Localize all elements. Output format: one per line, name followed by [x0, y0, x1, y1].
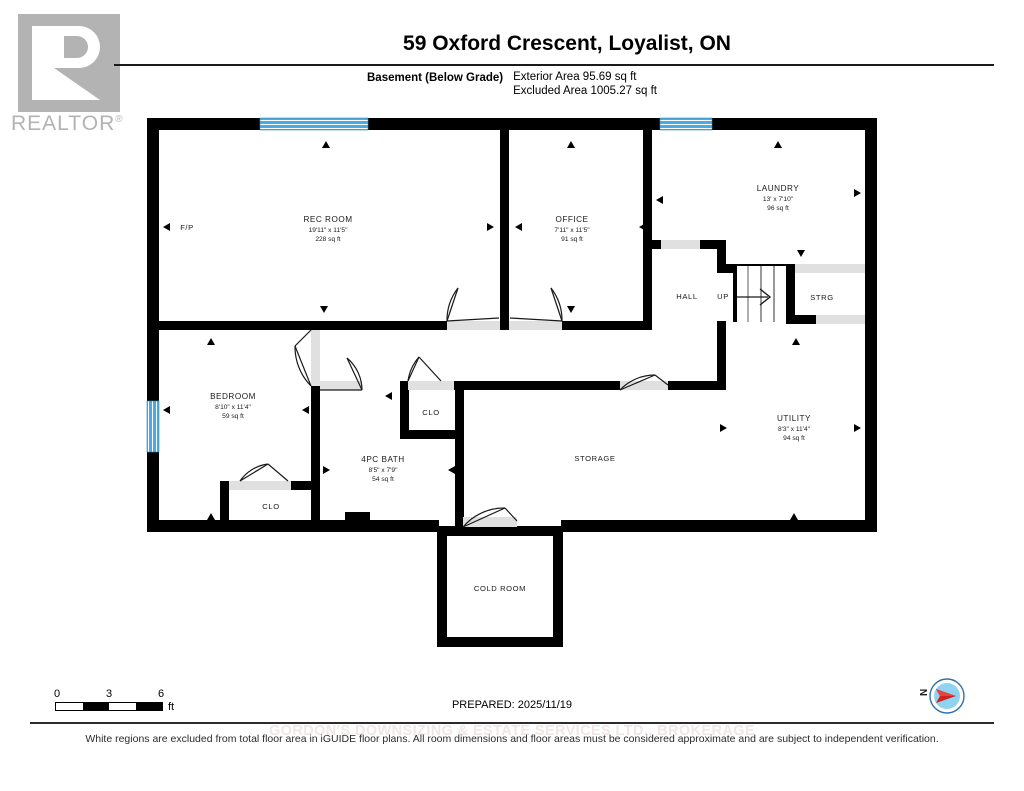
compass-north-letter: N [919, 689, 930, 696]
rec-room-area: 228 sq ft [315, 236, 340, 243]
cold-room-label: COLD ROOM [474, 584, 526, 593]
compass-rose-icon: N [919, 678, 965, 714]
laundry-dim: 13' x 7'10" [763, 196, 794, 203]
door-cold-room [462, 507, 518, 528]
scale-tick-3: 3 [105, 688, 113, 700]
scale-tick-6: 6 [157, 688, 165, 700]
bedroom-dim: 8'10" x 11'4" [215, 404, 251, 411]
exterior-windows [146, 117, 713, 453]
door-closet-center [407, 356, 454, 390]
laundry-area: 96 sq ft [767, 205, 789, 212]
scale-seg-2 [82, 703, 109, 710]
door-closet-bedroom [229, 463, 291, 490]
realtor-wordmark-text: REALTOR [11, 112, 116, 135]
opening-strg-bottom [816, 315, 865, 324]
dimension-arrows [163, 141, 861, 520]
realtor-logo: REALTOR® [8, 14, 128, 136]
door-storage [619, 374, 669, 391]
window-top-left [259, 117, 369, 131]
exterior-area-text: Exterior Area 95.69 sq ft [513, 71, 637, 83]
door-office [509, 287, 563, 330]
cold-room-walls [437, 526, 563, 647]
utility-dim: 8'3" x 11'4" [778, 426, 811, 433]
office-area: 91 sq ft [561, 236, 583, 243]
excluded-area-text: Excluded Area 1005.27 sq ft [513, 85, 657, 97]
scale-ticks: 0 3 6 [53, 688, 175, 701]
room-label-rec-room: REC ROOM 19'11" x 11'5" 228 sq ft [303, 215, 352, 243]
scale-unit-label: ft [168, 701, 175, 713]
fireplace-label: F/P [180, 223, 194, 232]
window-top-right [659, 117, 713, 131]
opening-strg-top [795, 264, 865, 273]
office-name: OFFICE [555, 215, 588, 224]
utility-name: UTILITY [777, 414, 811, 423]
door-laundry [661, 240, 700, 249]
rec-room-name: REC ROOM [303, 215, 352, 224]
door-bedroom [294, 329, 320, 387]
realtor-wordmark: REALTOR® [11, 112, 124, 136]
scale-tick-0: 0 [53, 688, 61, 700]
footer-divider [30, 722, 994, 724]
rec-room-dim: 19'11" x 11'5" [309, 227, 349, 234]
prepared-date: PREPARED: 2025/11/19 [451, 699, 573, 711]
floor-grade-label: Basement (Below Grade) [367, 72, 504, 84]
disclaimer-text: White regions are excluded from total fl… [85, 733, 939, 745]
subheader: Basement (Below Grade) Exterior Area 95.… [0, 71, 1024, 97]
laundry-name: LAUNDRY [757, 184, 800, 193]
room-label-bedroom: BEDROOM 8'10" x 11'4" 59 sq ft [210, 392, 256, 420]
staircase [737, 266, 786, 322]
room-label-bath: 4PC BATH 8'5" x 7'9" 54 sq ft [361, 455, 404, 483]
bath-name: 4PC BATH [361, 455, 404, 464]
room-label-laundry: LAUNDRY 13' x 7'10" 96 sq ft [757, 184, 800, 212]
realtor-r-stem [32, 26, 54, 100]
room-label-office: OFFICE 7'11" x 11'5" 91 sq ft [554, 215, 590, 243]
doors [229, 240, 865, 528]
scale-bar-graphic [55, 702, 163, 711]
utility-area: 94 sq ft [783, 435, 805, 442]
room-label-utility: UTILITY 8'3" x 11'4" 94 sq ft [777, 414, 811, 442]
stairs-up-label: UP [717, 292, 729, 301]
door-rec-room [446, 287, 500, 330]
area-summary: Exterior Area 95.69 sq ft Excluded Area … [513, 71, 657, 97]
storage-label: STORAGE [574, 454, 615, 463]
registered-trademark-icon: ® [115, 114, 124, 125]
bedroom-name: BEDROOM [210, 392, 256, 401]
window-left [146, 400, 160, 453]
strg-label: STRG [810, 293, 834, 302]
realtor-r-bowl-inner [64, 36, 88, 58]
scale-seg-4 [135, 703, 162, 710]
door-bath [320, 357, 363, 391]
hall-label: HALL [676, 292, 697, 301]
bedroom-area: 59 sq ft [222, 413, 244, 420]
page-title: 59 Oxford Crescent, Loyalist, ON [403, 32, 731, 55]
scale-bar: 0 3 6 ft [53, 688, 175, 718]
room-labels: REC ROOM 19'11" x 11'5" 228 sq ft OFFICE… [180, 184, 834, 593]
closet-bedroom-label: CLO [262, 502, 279, 511]
exterior-walls [147, 118, 877, 532]
bath-area: 54 sq ft [372, 476, 394, 483]
bath-dim: 8'5" x 7'9" [369, 467, 398, 474]
office-dim: 7'11" x 11'5" [554, 227, 590, 234]
closet-center-label: CLO [422, 408, 439, 417]
title-divider [114, 64, 994, 66]
